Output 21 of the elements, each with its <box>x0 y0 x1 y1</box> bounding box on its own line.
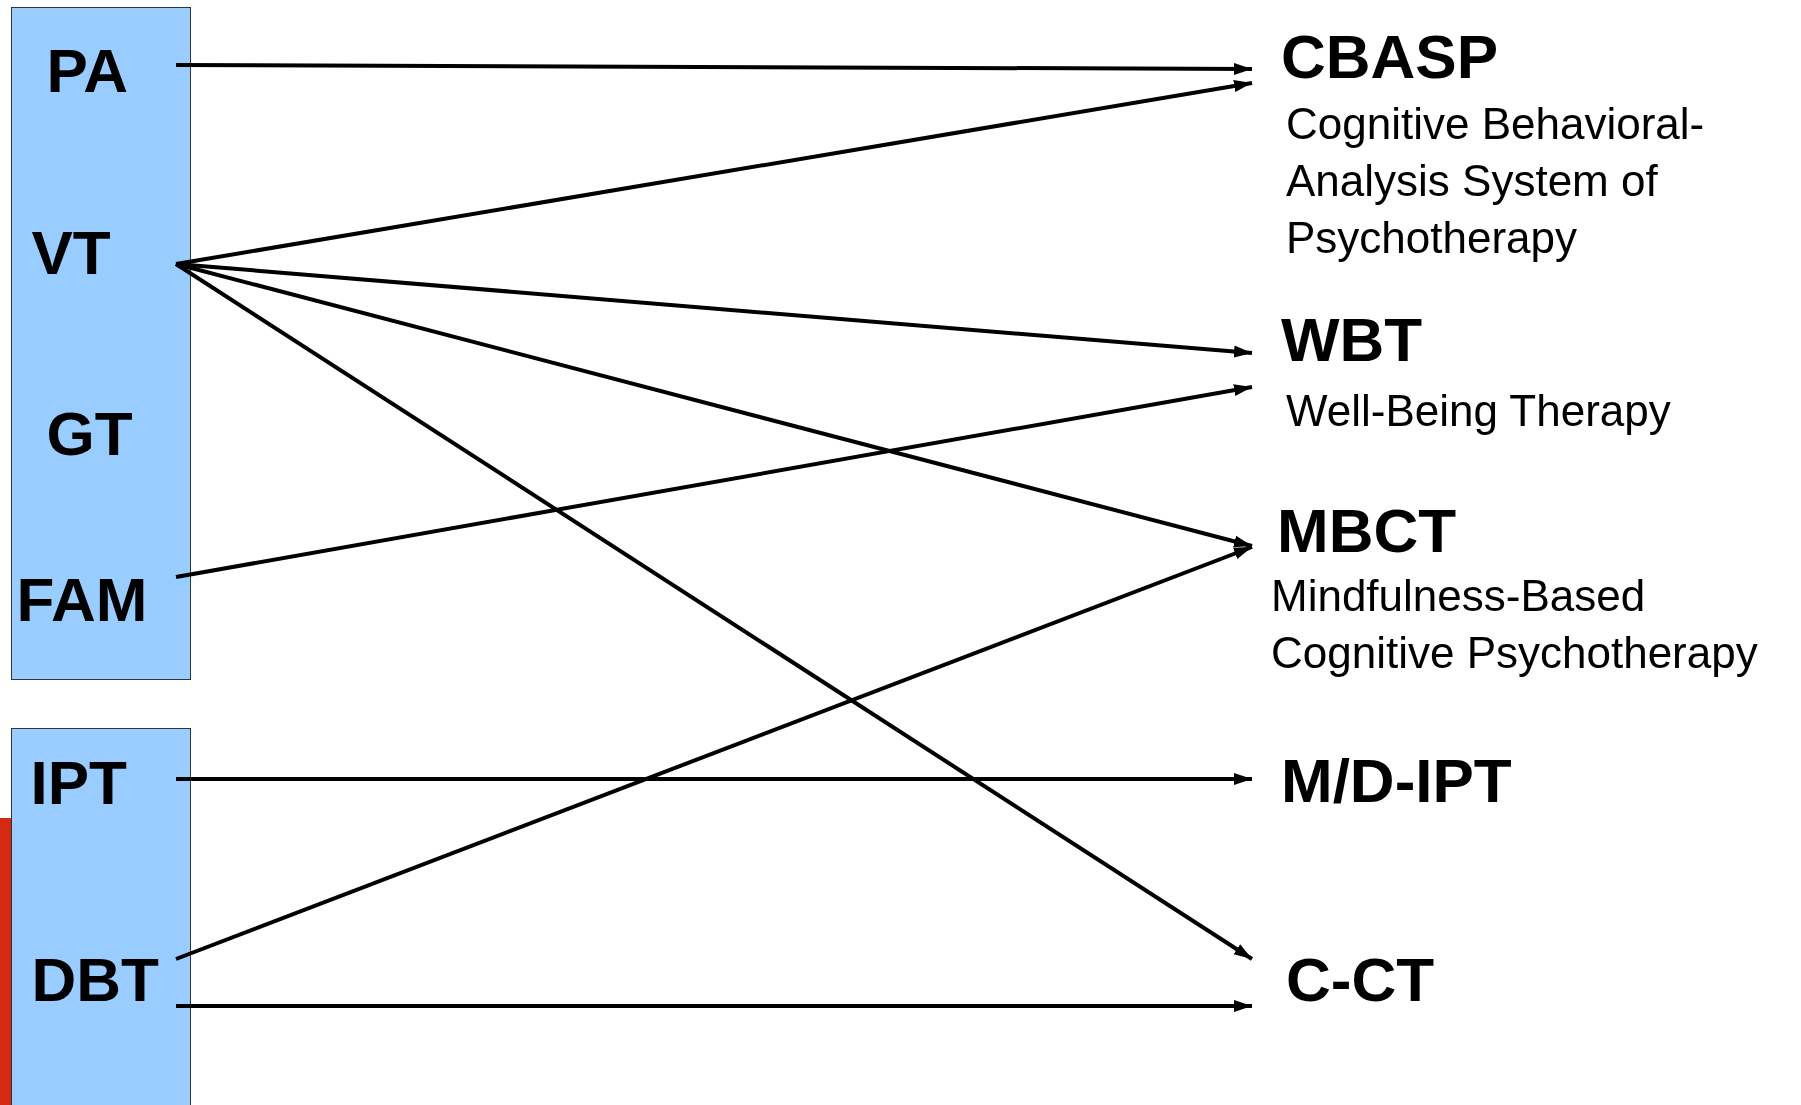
arrow <box>175 262 1253 548</box>
arrow <box>176 773 1252 785</box>
node-label: IPT <box>10 747 176 818</box>
acronym-label: WBT <box>1280 304 1423 376</box>
full-name-text: Cognitive Behavioral- Analysis System of Psychotherapy <box>1285 98 1706 264</box>
arrow <box>176 62 1252 75</box>
full-name-text: Mindfulness-Based Cognitive Psychotherapy <box>1270 570 1759 679</box>
acronym-label: M/D-IPT <box>1280 745 1512 817</box>
full-name-text: Well-Being Therapy <box>1285 385 1671 437</box>
group-panel <box>11 728 191 1105</box>
node-label: PA <box>10 35 176 106</box>
acronym-label: CBASP <box>1280 21 1499 93</box>
arrow <box>174 262 1254 961</box>
node-label: DBT <box>10 944 176 1015</box>
acronym-label: C-CT <box>1285 944 1435 1016</box>
node-label: GT <box>10 398 176 469</box>
group-panel <box>11 7 191 680</box>
node-label: VT <box>10 217 176 288</box>
acronym-label: MBCT <box>1276 495 1457 567</box>
node-label: FAM <box>10 564 176 635</box>
arrow <box>176 1000 1252 1012</box>
